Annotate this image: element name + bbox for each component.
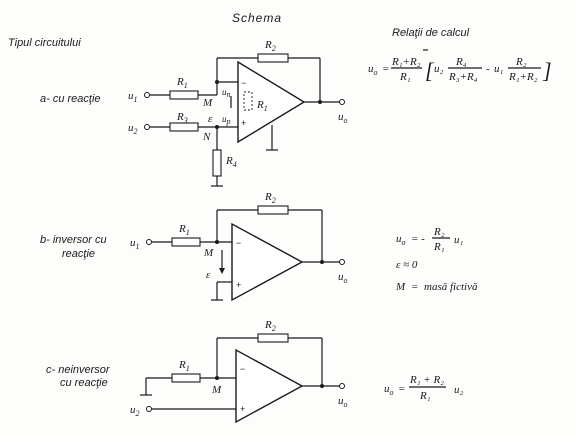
formula-b: uo = - R₂ R₁ u₁ ε ≈ 0 M = masă fictivă <box>395 226 478 293</box>
r1-label-a: R1 <box>176 76 188 90</box>
terminal-uo-b <box>339 259 345 265</box>
formula-a-minus: - <box>486 63 490 75</box>
formula-a: uo = R₁+R₂ R₁ [ u₂ R₄ R₃+R₄ - u₁ R₂ R₁+R… <box>368 56 552 83</box>
u1-label-a: u1 <box>128 90 138 104</box>
terminal-u1-a <box>144 92 150 98</box>
formula-c-frac-den: R₁ <box>419 390 431 402</box>
op-amp-a-minus-pin: − <box>241 78 246 88</box>
r2-label-b: R2 <box>264 191 276 205</box>
formula-a-lhs: uo <box>368 63 378 77</box>
formula-b-frac-den: R₁ <box>433 241 445 253</box>
formula-a-u2: u₂ <box>434 63 444 75</box>
uo-label-b: uo <box>338 271 348 285</box>
uo-label-a: uo <box>338 111 348 125</box>
input-resistance-a <box>243 91 253 111</box>
node-dot <box>318 100 322 104</box>
r1-label-b: R1 <box>178 223 190 237</box>
n-label-a: N <box>202 131 211 143</box>
formula-c-lhs: uo <box>384 383 394 397</box>
formula-b-eq: = - <box>411 233 425 245</box>
formula-c: uo = R₁ + R₂ R₁ u₂ <box>384 374 464 402</box>
formula-b-lhs: uo <box>396 233 406 247</box>
header-schema: Schema <box>232 11 282 25</box>
formula-a-frac1-den: R₁ <box>399 71 411 83</box>
op-amp-c-minus-pin: − <box>240 364 245 374</box>
m-label-c: M <box>211 384 222 396</box>
op-amp-b <box>231 222 304 302</box>
eps-label-a: ε <box>208 113 213 125</box>
resistor-r2-b <box>257 205 289 215</box>
circuit-b-type-label-2: reacţie <box>62 248 95 260</box>
arrowhead <box>219 268 225 274</box>
formula-b-line3-rhs: masă fictivă <box>424 281 478 293</box>
circuit-c-type-label-1: c- neinversor <box>46 364 111 376</box>
r2-label-c: R2 <box>264 319 276 333</box>
terminal-u1-b <box>146 239 152 245</box>
uo-label-c: uo <box>338 395 348 409</box>
terminal-uo-c <box>339 383 345 389</box>
header-type: Tipul circuitului <box>8 37 81 49</box>
eps-label-b: ε <box>206 269 211 281</box>
formula-b-line3-eq: = <box>411 281 418 293</box>
formula-c-rhs: u₂ <box>454 384 464 396</box>
circuit-a: a- cu reacţie − + R1 u1 R1 M R2 uo <box>40 39 552 187</box>
circuit-a-type-label: a- cu reacţie <box>40 93 101 105</box>
resistor-r1-a <box>169 90 199 100</box>
formula-c-eq: = <box>398 383 405 395</box>
terminal-u2-a <box>144 124 150 130</box>
r2-label-a: R2 <box>264 39 276 53</box>
circuit-b: b- inversor cu reacţie − + u1 R1 M R2 uo <box>40 191 478 302</box>
op-amp-b-minus-pin: − <box>236 238 241 248</box>
u2-label-c: u2 <box>130 404 140 418</box>
resistor-r4-a <box>212 149 222 177</box>
up-label: up <box>222 114 231 126</box>
node-dot <box>320 260 324 264</box>
r1-label-c: R1 <box>178 359 190 373</box>
formula-a-frac2-den: R₃+R₄ <box>448 71 478 83</box>
circuit-c: c- neinversor cu reacţie − + R1 M R2 uo … <box>46 319 464 424</box>
formula-b-line2: ε ≈ 0 <box>396 259 418 271</box>
op-amp-b-plus-pin: + <box>236 280 241 290</box>
op-amp-c-plus-pin: + <box>240 404 245 414</box>
resistor-r2-c <box>257 333 289 343</box>
formula-a-frac1-num: R₁+R₂ <box>391 56 421 68</box>
op-amp-a-plus-pin: + <box>241 118 246 128</box>
un-label: un <box>222 87 231 99</box>
u1-label-b: u1 <box>130 237 140 251</box>
circuit-c-type-label-2: cu reacţie <box>60 377 108 389</box>
formula-a-bracket-open: [ <box>425 58 435 83</box>
resistor-r1-b <box>171 237 201 247</box>
terminal-uo-a <box>339 99 345 105</box>
m-label-a: M <box>202 97 213 109</box>
r4-label-a: R4 <box>225 155 237 169</box>
formula-a-frac3-num: R₂ <box>515 56 527 68</box>
formula-a-eq: = <box>382 63 389 75</box>
header-formulas: Relaţii de calcul <box>392 27 470 39</box>
formula-b-rhs: u₁ <box>454 234 464 246</box>
formula-a-u1: u₁ <box>494 63 504 75</box>
m-label-b: M <box>203 247 214 259</box>
formula-a-frac2-num: R₄ <box>455 56 467 68</box>
terminal-u2-c <box>146 406 152 412</box>
ri-label: R1 <box>256 99 268 113</box>
resistor-r1-c <box>171 373 201 383</box>
formula-a-frac3-den: R₁+R₂ <box>508 71 538 83</box>
r3-label-a: R3 <box>176 111 188 125</box>
resistor-r2-a <box>257 53 289 63</box>
op-amp-a <box>237 60 306 144</box>
op-amp-c <box>235 348 304 424</box>
circuit-b-type-label-1: b- inversor cu <box>40 234 107 246</box>
u2-label-a: u2 <box>128 122 138 136</box>
node-dot <box>320 384 324 388</box>
formula-c-frac-num: R₁ + R₂ <box>409 374 444 386</box>
formula-b-line3-lhs: M <box>395 281 406 293</box>
formula-b-frac-num: R₂ <box>433 226 445 238</box>
formula-a-bracket-close: ] <box>542 58 552 83</box>
